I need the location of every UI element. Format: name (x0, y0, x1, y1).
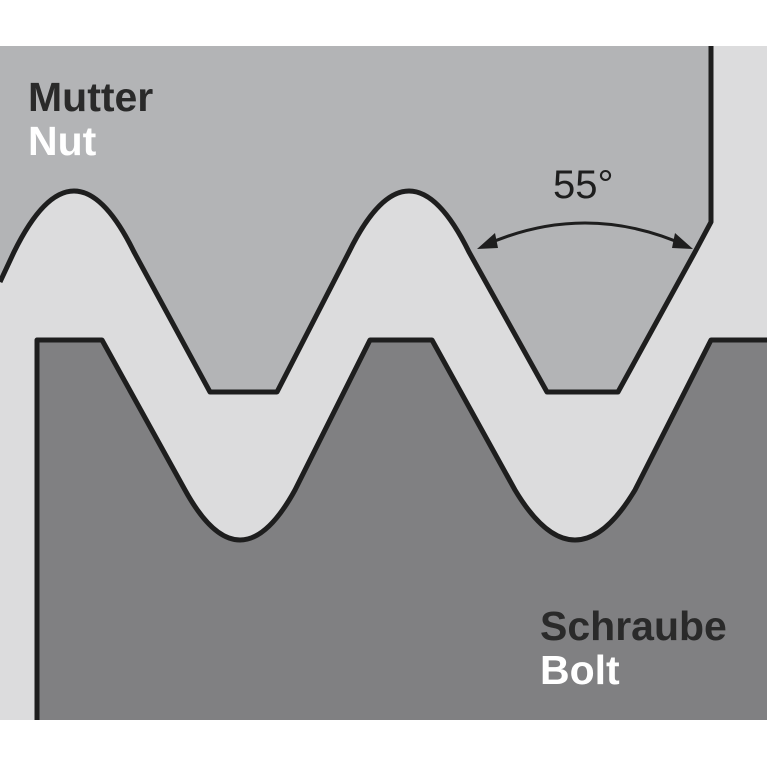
nut-thread-outline (0, 46, 714, 395)
angle-arc (482, 221, 688, 248)
bolt-label-german: Schraube (540, 603, 727, 649)
nut-label-english: Nut (28, 118, 97, 164)
bolt-label-english: Bolt (540, 647, 620, 693)
angle-arrowhead-left (477, 233, 498, 249)
nut-label-german: Mutter (28, 74, 153, 120)
nut-thread-body (0, 46, 711, 392)
angle-arrowhead-right (672, 233, 693, 249)
angle-label: 55° (553, 163, 614, 207)
bolt-thread-body (37, 340, 767, 720)
bolt-thread-outline (34, 337, 767, 720)
